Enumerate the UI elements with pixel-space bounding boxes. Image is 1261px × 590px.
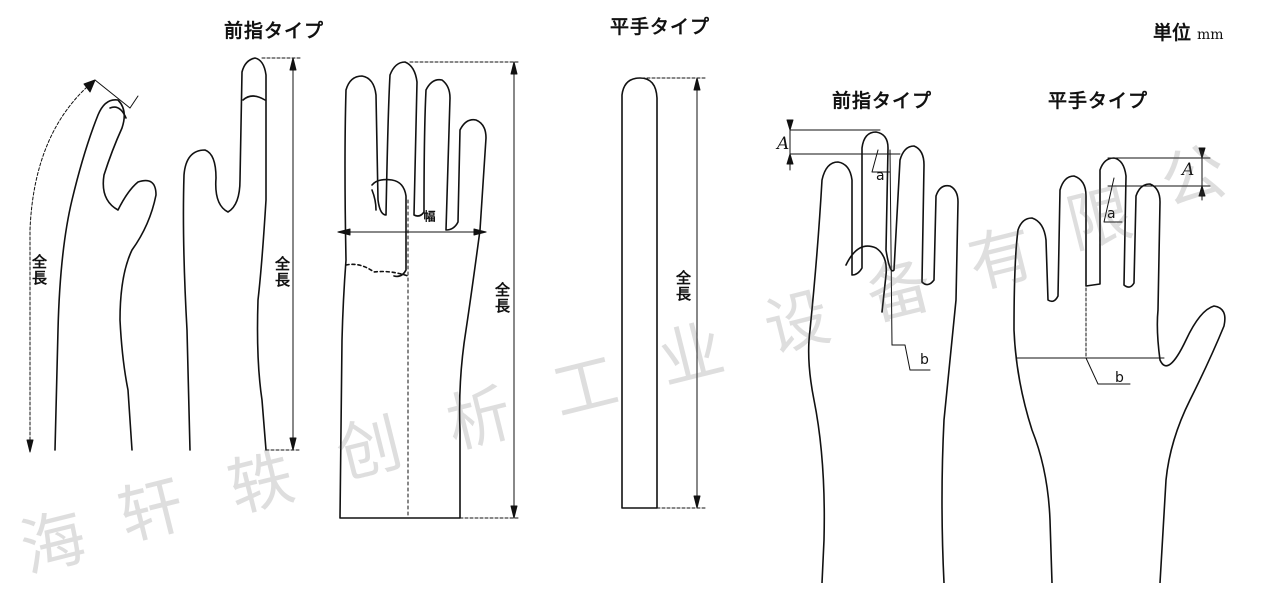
glove-right-front-finger xyxy=(807,131,959,584)
total-length-label-3: 全長 xyxy=(493,282,511,314)
unit-label: 単位 mm xyxy=(1153,18,1224,45)
unit-value: mm xyxy=(1197,27,1224,43)
glove-front-finger-front xyxy=(339,61,487,519)
glove-flat-side xyxy=(621,77,658,509)
dim-b-left: b xyxy=(920,352,929,368)
glove-side-straight xyxy=(182,57,267,451)
left-group-title: 前指タイプ xyxy=(224,20,325,42)
total-length-label-1: 全長 xyxy=(30,254,48,286)
dim-A-right: A xyxy=(1182,160,1195,180)
width-label: 幅 xyxy=(422,210,436,223)
glove-side-curved-length-dimension xyxy=(26,79,139,453)
unit-text: 単位 xyxy=(1153,22,1192,44)
dim-b-right: b xyxy=(1115,370,1124,386)
dim-a-left: a xyxy=(876,168,885,184)
right-front-finger-title: 前指タイプ xyxy=(832,90,933,112)
dim-A-left: A xyxy=(777,134,790,154)
dim-a-right: a xyxy=(1107,206,1116,222)
total-length-label-4: 全長 xyxy=(674,270,692,302)
middle-group-title: 平手タイプ xyxy=(610,16,711,38)
glove-flat-side-length-dimension xyxy=(641,77,707,509)
glove-side-curved xyxy=(54,98,157,451)
total-length-label-2: 全長 xyxy=(273,256,291,288)
glove-side-straight-length-dimension xyxy=(261,57,301,451)
right-flat-title: 平手タイプ xyxy=(1048,90,1149,112)
glove-front-finger-dimensions xyxy=(337,61,521,519)
glove-right-front-finger-dims xyxy=(786,119,931,371)
glove-right-flat xyxy=(1013,157,1226,584)
glove-right-flat-dims xyxy=(1015,147,1211,385)
